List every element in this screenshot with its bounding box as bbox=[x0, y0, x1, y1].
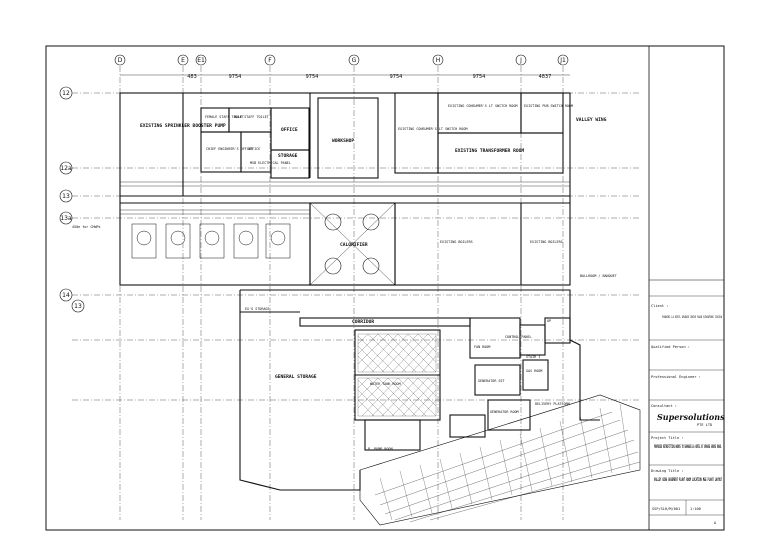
label-office-2: OFFICE bbox=[248, 147, 260, 151]
title-block-drawing: VALLEY WING BASEMENT PLANT ROOM LOCATION… bbox=[654, 477, 722, 482]
svg-text:12a: 12a bbox=[60, 165, 72, 172]
room-labels: EXISTING SPRINKLER BOOSTER PUMP FEMALE S… bbox=[72, 104, 617, 451]
label-services-note: 450e for CHWPs bbox=[72, 225, 101, 229]
svg-text:13a: 13a bbox=[60, 215, 72, 222]
title-block-project: PROPOSED RETROFITTING WORKS TO SHANGRI-L… bbox=[654, 444, 722, 449]
label-calorifier: CALORIFIER bbox=[340, 242, 368, 248]
label-exg-storage: EX'G STORAGE bbox=[245, 307, 270, 311]
grid-col-f: F bbox=[268, 57, 272, 64]
grid-col-d: D bbox=[118, 57, 123, 64]
label-female-toilet: FEMALE STAFF TOILET bbox=[205, 115, 244, 119]
svg-text:14: 14 bbox=[62, 292, 70, 299]
label-workshop: WORKSHOP bbox=[332, 138, 354, 144]
svg-text:Project Title :: Project Title : bbox=[651, 436, 683, 440]
label-sprinkler-pump: EXISTING SPRINKLER BOOSTER PUMP bbox=[140, 123, 226, 129]
svg-text:13: 13 bbox=[62, 193, 70, 200]
grid-row-bubbles: 12 12a 13 13a 14 13 bbox=[59, 86, 85, 313]
title-block-scale: 1:100 bbox=[690, 507, 701, 511]
svg-text:13: 13 bbox=[74, 303, 82, 310]
grid-col-j: J bbox=[519, 57, 522, 64]
label-storage: STORAGE bbox=[278, 153, 298, 159]
label-chief-engineer: CHIEF ENGINEER'S OFFICE bbox=[206, 147, 253, 151]
label-general-storage: GENERAL STORAGE bbox=[275, 374, 317, 380]
grid-col-e1: E1 bbox=[197, 57, 205, 64]
label-office: OFFICE bbox=[281, 127, 298, 133]
label-generator-room: GENERATOR ROOM bbox=[490, 410, 519, 414]
sheet-border bbox=[45, 45, 725, 531]
label-boilers-2: EXISTING BOILERS bbox=[530, 240, 563, 244]
label-elec-panel: MSB ELECTRICAL PANEL bbox=[250, 161, 291, 165]
grid-col-g: G bbox=[352, 57, 357, 64]
building-walls bbox=[119, 92, 600, 491]
svg-text:PTE LTD: PTE LTD bbox=[697, 423, 712, 427]
company-logo: Supersolutions bbox=[657, 412, 725, 422]
title-block: Client : SHANGRI-LA HOTEL ORANGE GROVE R… bbox=[649, 279, 725, 525]
label-male-toilet: MALE STAFF TOILET bbox=[234, 115, 269, 119]
label-ballroom: BALLROOM / BANQUET bbox=[580, 274, 617, 278]
label-valley-wing: VALLEY WING bbox=[576, 117, 607, 123]
svg-text:Client :: Client : bbox=[651, 304, 668, 308]
label-up: UP bbox=[547, 319, 551, 323]
label-generator-set: GENERATOR SET bbox=[478, 379, 505, 383]
grid-col-j1: J1 bbox=[559, 57, 566, 64]
dimension-strings: 483 9754 9754 9754 9754 4837 bbox=[120, 74, 570, 80]
label-pub-switch-room: EXISTING PUB SWITCH ROOM bbox=[524, 104, 573, 108]
label-stair: STAIR 1 bbox=[526, 355, 540, 359]
label-fan-room: FAN ROOM bbox=[474, 345, 490, 349]
calorifier-tanks bbox=[309, 202, 396, 286]
label-delivery-platform: DELIVERY PLATFORM bbox=[535, 402, 570, 406]
label-boilers: EXISTING BOILERS bbox=[440, 240, 473, 244]
title-block-client: SHANGRI-LA HOTEL ORANGE GROVE ROAD SINGA… bbox=[662, 315, 722, 319]
label-water-tank: WATER TANK ROOM bbox=[370, 382, 401, 386]
svg-text:9754: 9754 bbox=[306, 74, 319, 80]
grid-col-h: H bbox=[436, 57, 441, 64]
chiller-units bbox=[131, 223, 291, 259]
svg-text:Professional Engineer :: Professional Engineer : bbox=[651, 375, 701, 379]
water-tank-hatch bbox=[357, 333, 437, 417]
label-pump-room: P. PUMP ROOM bbox=[368, 447, 393, 451]
svg-text:4837: 4837 bbox=[539, 74, 552, 80]
svg-text:Drawing Title :: Drawing Title : bbox=[651, 469, 683, 473]
svg-text:9754: 9754 bbox=[390, 74, 403, 80]
ramp bbox=[359, 394, 641, 526]
svg-text:9754: 9754 bbox=[229, 74, 242, 80]
grid-column-bubbles: D E E1 F G H J J1 bbox=[114, 54, 569, 66]
svg-text:9754: 9754 bbox=[473, 74, 486, 80]
grid-col-e: E bbox=[181, 57, 185, 64]
svg-text:12: 12 bbox=[62, 90, 70, 97]
svg-text:Qualified Person :: Qualified Person : bbox=[651, 345, 690, 349]
title-block-revision: A bbox=[714, 521, 717, 525]
label-lt-switch-room: EXISTING CONSUMER'S LT SWITCH ROOM bbox=[398, 127, 467, 131]
title-block-drawing-no: SSP/SLH/M/001 bbox=[652, 507, 680, 511]
svg-text:483: 483 bbox=[187, 74, 197, 80]
svg-text:Consultant :: Consultant : bbox=[651, 404, 677, 408]
label-gas-room: GAS ROOM bbox=[526, 369, 542, 373]
label-lt-switch-room-2: EXISTING CONSUMER'S LT SWITCH ROOM bbox=[448, 104, 517, 108]
label-transformer-room: EXISTING TRANSFORMER ROOM bbox=[455, 148, 524, 154]
label-corridor: CORRIDOR bbox=[352, 319, 374, 325]
label-control-panel: CONTROL PANEL bbox=[505, 335, 532, 339]
grid-columns bbox=[119, 66, 564, 520]
